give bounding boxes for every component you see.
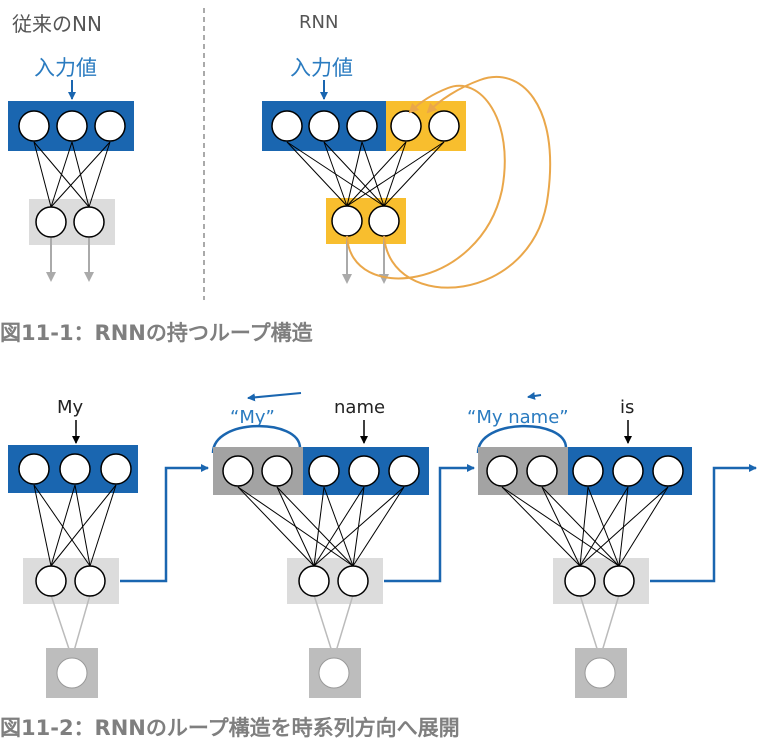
hidden-neuron	[73, 206, 105, 238]
figure-2-caption: 図11-2：RNNのループ構造を時系列方向へ展開	[0, 716, 460, 740]
input-neuron	[652, 455, 684, 487]
input-neuron	[18, 453, 50, 485]
input-neuron	[18, 110, 50, 142]
output-neuron	[318, 657, 350, 689]
input-neuron	[271, 110, 303, 142]
context-neuron	[261, 455, 293, 487]
traditional-nn: 入力値	[8, 56, 134, 282]
figure-1-caption: 図11-1：RNNの持つループ構造	[0, 321, 314, 345]
hidden-neuron	[331, 205, 363, 237]
recurrent-loop-arrow	[383, 75, 552, 289]
step3-input-word: is	[620, 397, 634, 418]
time-step-1: My	[8, 397, 209, 698]
figure-1: 従来のNN RNN 入力値 入力値	[0, 8, 552, 345]
output-neuron	[584, 657, 616, 689]
hidden-neuron	[368, 205, 400, 237]
state-transfer-arrow	[120, 464, 209, 583]
context-neuron	[222, 455, 254, 487]
hidden-neuron	[35, 206, 67, 238]
rnn-network: 入力値	[262, 56, 552, 289]
figure-2: My “My”	[0, 391, 757, 740]
step3-memory-label: “My name”	[467, 407, 569, 428]
context-neuron	[526, 455, 558, 487]
input-neuron	[100, 453, 132, 485]
time-step-3: “My name” is	[467, 391, 757, 698]
output-neuron	[56, 657, 88, 689]
state-transfer-arrow	[384, 464, 475, 583]
input-neuron	[346, 110, 378, 142]
input-neuron	[572, 455, 604, 487]
input-neuron	[56, 110, 88, 142]
memory-arrow	[247, 392, 302, 402]
right-input-label: 入力値	[290, 56, 353, 80]
step1-input-word: My	[57, 397, 84, 418]
input-neuron	[388, 455, 420, 487]
hidden-neuron	[564, 565, 596, 597]
input-neuron	[308, 110, 340, 142]
left-connections	[33, 141, 111, 208]
memory-arrow	[527, 391, 542, 400]
input-neuron	[612, 455, 644, 487]
context-neuron	[486, 455, 518, 487]
step2-memory-label: “My”	[230, 407, 275, 428]
hidden-neuron	[35, 565, 67, 597]
hidden-neuron	[603, 565, 635, 597]
hidden-neuron	[74, 565, 106, 597]
rnn-connections	[286, 141, 445, 207]
left-input-label: 入力値	[34, 56, 97, 80]
hidden-neuron	[337, 565, 369, 597]
hidden-neuron	[298, 565, 330, 597]
input-neuron	[348, 455, 380, 487]
context-neuron	[428, 110, 460, 142]
context-neuron	[390, 110, 422, 142]
traditional-nn-title: 従来のNN	[12, 12, 102, 36]
recurrent-loop-arrow	[346, 84, 506, 280]
rnn-title: RNN	[299, 12, 338, 33]
time-step-2: “My” name	[211, 392, 475, 698]
input-neuron	[308, 455, 340, 487]
input-neuron	[59, 453, 91, 485]
memory-bracket	[211, 424, 302, 454]
memory-bracket	[476, 424, 568, 454]
step2-input-word: name	[334, 397, 385, 418]
input-neuron	[94, 110, 126, 142]
state-transfer-arrow	[650, 464, 757, 583]
